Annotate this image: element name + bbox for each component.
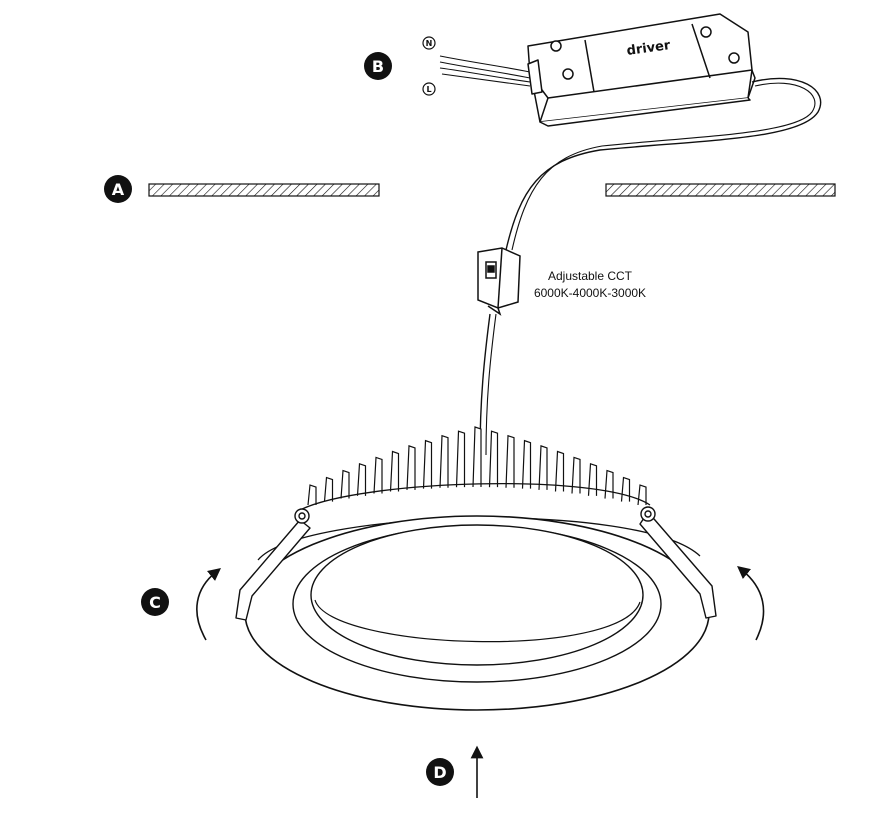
live-wire-label: L <box>422 82 436 96</box>
clip-rotation-arrow-right <box>737 565 765 641</box>
heatsink-fin <box>422 439 433 489</box>
step-label-c: C <box>141 588 169 616</box>
svg-text:D: D <box>433 763 446 782</box>
heatsink-fin <box>323 476 334 502</box>
heatsink-fin <box>604 469 614 499</box>
svg-text:L: L <box>426 85 431 94</box>
heatsink-fin <box>472 426 482 488</box>
spring-clip-left <box>235 508 311 621</box>
heatsink-fin <box>505 434 515 488</box>
heatsink-fin <box>373 456 383 494</box>
spring-clip-right <box>639 506 717 619</box>
cct-caption-line1: Adjustable CCT <box>548 269 633 283</box>
heatsink-fin <box>439 434 449 488</box>
clip-rotation-arrow-left <box>196 567 221 641</box>
step-label-a: A <box>104 175 132 203</box>
heatsink-fin <box>554 450 565 492</box>
cct-switch-connector <box>477 247 521 316</box>
heatsink-fin <box>521 439 532 489</box>
mains-input-wires <box>439 55 531 87</box>
cct-caption-line2: 6000K-4000K-3000K <box>534 286 646 300</box>
heatsink-fin <box>455 430 466 488</box>
svg-text:A: A <box>112 180 125 199</box>
heatsink-fin <box>571 456 581 494</box>
heatsink-fins <box>307 426 647 506</box>
neutral-wire-label: N <box>422 36 436 50</box>
heatsink-fin <box>356 463 367 496</box>
step-label-b: B <box>364 52 392 80</box>
svg-text:C: C <box>149 593 161 612</box>
svg-text:N: N <box>426 39 433 48</box>
heatsink-fin <box>587 463 598 496</box>
svg-text:B: B <box>372 57 384 76</box>
ceiling-panel-right <box>605 183 836 197</box>
driver-label: driver <box>626 38 672 59</box>
heatsink-fin <box>307 484 317 506</box>
heatsink-fin <box>406 445 416 490</box>
downlight-fixture <box>244 482 710 711</box>
step-label-d: D <box>426 758 454 786</box>
heatsink-fin <box>488 430 499 488</box>
ceiling-panel-left <box>148 183 380 197</box>
driver-output-cable <box>505 77 822 251</box>
heatsink-fin <box>340 469 350 499</box>
heatsink-fin <box>538 445 548 490</box>
heatsink-fin <box>389 450 400 492</box>
heatsink-fin <box>620 476 631 502</box>
driver-box <box>527 13 756 127</box>
